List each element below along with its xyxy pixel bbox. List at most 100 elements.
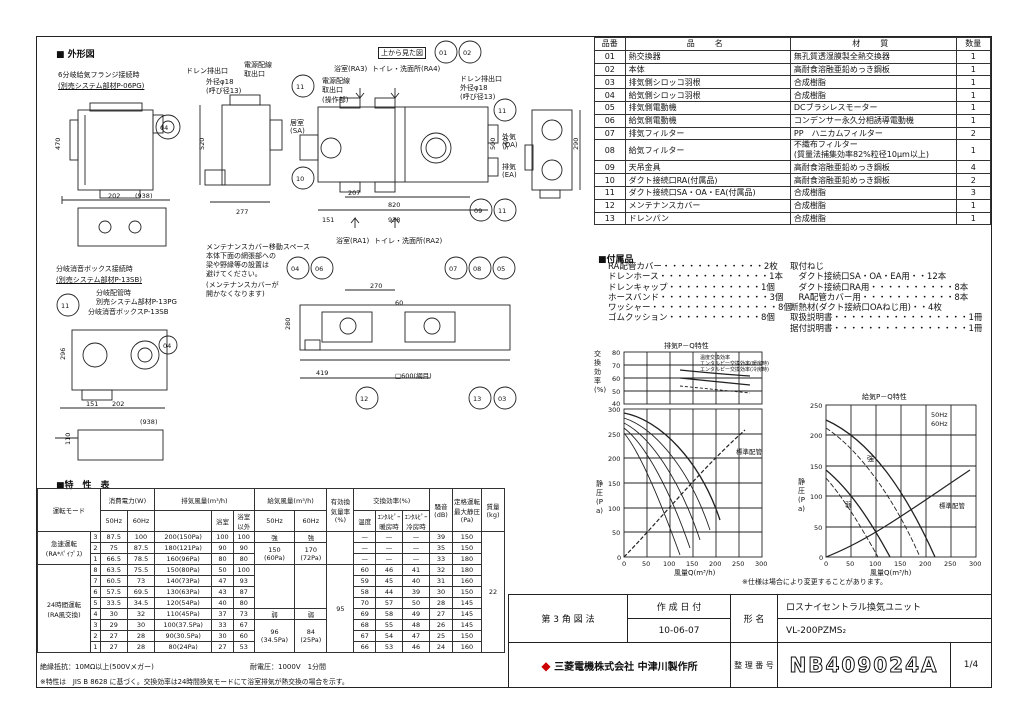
notch: 8 xyxy=(90,564,101,576)
h-exch: 交換効率(%) xyxy=(353,488,430,511)
h-exh-blank xyxy=(154,510,213,532)
notch: 6 xyxy=(90,586,101,598)
supply-50-val: 150 (60Pa) xyxy=(253,542,296,565)
exhaust-flow: 110(45Pa) xyxy=(154,608,213,620)
callout-circles xyxy=(56,40,517,410)
svg-text:200: 200 xyxy=(810,432,822,440)
svg-text:300: 300 xyxy=(969,560,981,568)
svg-text:50: 50 xyxy=(814,524,822,532)
noise: 32 xyxy=(429,564,453,576)
exhaust-flow: 130(63Pa) xyxy=(154,586,213,598)
temp-dash: — xyxy=(353,553,376,565)
part-qty: 1 xyxy=(955,211,992,226)
bath-ra1-label: 浴室(RA1) xyxy=(336,237,370,245)
enth-c-eff: 46 xyxy=(402,641,430,653)
maint-label5: (メンテナンスカバーが xyxy=(206,281,279,289)
supply-60-strong: 強 xyxy=(294,531,328,543)
product-name: ロスナイセントラル換気ユニット xyxy=(777,594,992,619)
exhaust-bath: 47 xyxy=(211,575,234,587)
exhaust-bath: 80 xyxy=(211,553,234,565)
notch: 4 xyxy=(90,608,101,620)
svg-text:04: 04 xyxy=(163,342,171,350)
notch: 2 xyxy=(90,630,101,642)
power-50: 75 xyxy=(99,542,128,554)
noise: 27 xyxy=(429,608,453,620)
svg-text:05: 05 xyxy=(497,265,505,273)
legend-60hz: 60Hz xyxy=(931,420,948,428)
svg-text:250: 250 xyxy=(810,402,822,410)
eff-legend-1: 温度交換効率 xyxy=(700,355,731,361)
enth-c-dash: — xyxy=(402,553,430,565)
h-other: 浴室以外 xyxy=(232,510,255,532)
static-pressure: 150 xyxy=(452,531,482,543)
temp-eff: 58 xyxy=(353,586,376,598)
branch-box-label: 分岐消音ボックス接続時 xyxy=(56,265,133,273)
spec-mode: 24時間運転 (RA風交換) xyxy=(36,564,92,653)
noise: 39 xyxy=(429,531,453,543)
legend-50hz: 50Hz xyxy=(931,411,948,419)
enth-h-eff: 58 xyxy=(375,608,403,620)
svg-text:12: 12 xyxy=(360,395,368,403)
h-enth-c: ｴﾝﾀﾙﾋﾟｰ冷房時 xyxy=(402,510,430,532)
svg-text:270: 270 xyxy=(370,282,382,290)
h-bath: 浴室 xyxy=(211,510,234,532)
svg-text:50: 50 xyxy=(642,560,650,568)
supply-strong: 強 xyxy=(867,455,874,463)
mass: 22 xyxy=(481,531,505,653)
svg-text:277: 277 xyxy=(236,208,248,216)
power-main-label: 電源配線 xyxy=(322,77,350,85)
exhaust-bath: 30 xyxy=(211,630,234,642)
svg-text:□600(網目): □600(網目) xyxy=(395,371,432,380)
notch: 1 xyxy=(90,553,101,565)
accessories-title: ■付属品 xyxy=(598,255,634,265)
svg-text:150: 150 xyxy=(810,463,822,471)
exhaust-other: 90 xyxy=(232,542,255,554)
part-no: 08 xyxy=(594,139,626,162)
h-power60: 60Hz xyxy=(126,510,156,532)
enth-h-eff: 44 xyxy=(375,586,403,598)
svg-text:40: 40 xyxy=(612,400,620,408)
svg-text:50: 50 xyxy=(612,529,620,537)
supply-ylabel: 静圧(Pa) xyxy=(798,478,806,513)
power-50: 63.5 xyxy=(99,564,128,576)
notch: 3 xyxy=(90,619,101,631)
ref-label: 整 理 番 号 xyxy=(730,642,778,688)
maint-label6: 開かなくなります) xyxy=(206,290,265,298)
part-material: 不織布フィルター (質量法捕集効率82%粒径10μm以上) xyxy=(789,139,957,162)
notch: 5 xyxy=(90,597,101,609)
exhaust-other: 80 xyxy=(232,597,255,609)
svg-text:07: 07 xyxy=(449,265,457,273)
enth-h-eff: 45 xyxy=(375,575,403,587)
power-label: 電源配線 xyxy=(244,61,272,69)
top-view-label: 上から見た図 xyxy=(378,47,426,59)
temp-eff: 70 xyxy=(353,597,376,609)
title-block: 第 3 角 図 法 作 成 日 付 形 名 ロスナイセントラル換気ユニット 10… xyxy=(508,594,992,688)
h-mass: 質量(kg) xyxy=(481,488,505,532)
op-panel-label: (操作部) xyxy=(322,96,349,104)
svg-text:80: 80 xyxy=(612,349,620,357)
static-pressure: 145 xyxy=(452,597,482,609)
drawing-sheet xyxy=(36,36,992,688)
exhaust-other: 87 xyxy=(232,586,255,598)
flange-sub-label: (別売システム部材P-06PG) xyxy=(58,82,145,90)
supply-60-weak: 弱 xyxy=(294,608,328,620)
exhaust-bath: 50 xyxy=(211,564,234,576)
svg-text:250: 250 xyxy=(608,431,620,439)
power-main-label2: 取出口 xyxy=(322,86,343,94)
branch-box2-label: 分岐消音ボックスP-13SB xyxy=(88,308,169,316)
exhaust-flow: 150(80Pa) xyxy=(154,564,213,576)
spec-change-note: ※仕様は場合により変更することがあります。 xyxy=(742,578,888,586)
h-supply: 給気風量(m³/h) xyxy=(253,488,328,511)
exhaust-other: 80 xyxy=(232,553,255,565)
svg-text:151: 151 xyxy=(322,216,334,224)
svg-text:50: 50 xyxy=(846,560,854,568)
svg-text:11: 11 xyxy=(61,302,69,310)
supply-50-weak-val: 96 (34.5Pa) xyxy=(253,619,296,653)
enth-h-eff: 55 xyxy=(375,619,403,631)
enth-c-eff: 49 xyxy=(402,608,430,620)
power-60: 73 xyxy=(126,575,156,587)
